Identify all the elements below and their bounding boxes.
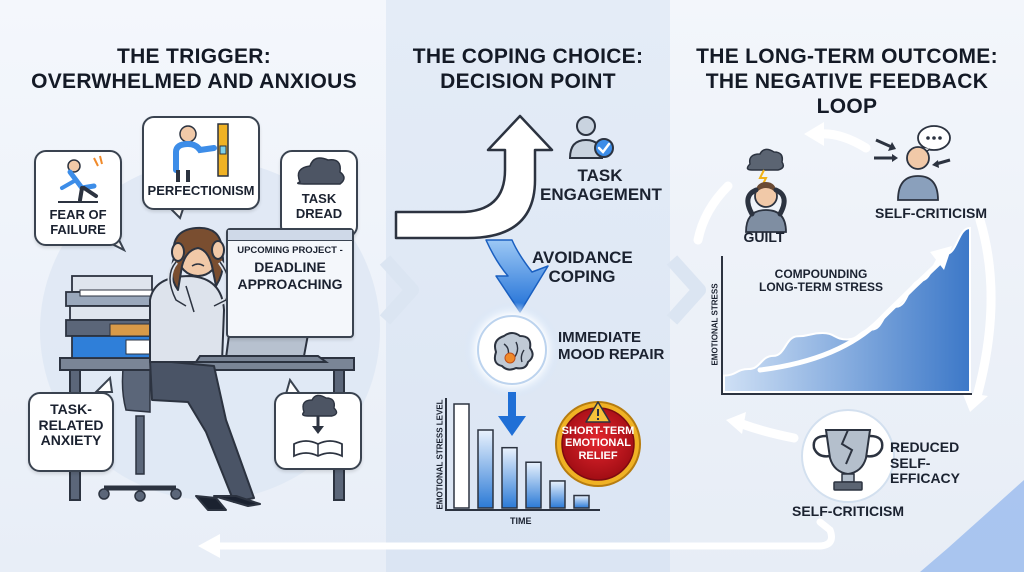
stress-chart-xlabel: TIME bbox=[510, 516, 532, 526]
falling-person-icon bbox=[58, 155, 103, 203]
screen-line1: UPCOMING PROJECT - bbox=[237, 245, 343, 256]
relief-line3: RELIEF bbox=[578, 449, 618, 462]
coping-title-line2: DECISION POINT bbox=[440, 70, 616, 93]
trigger-title-line1: THE TRIGGER: bbox=[116, 45, 272, 68]
storm-cloud-small-icon bbox=[746, 148, 785, 187]
task-dread-bubble: TASK DREAD bbox=[280, 150, 358, 238]
compounding-line1: COMPOUNDING bbox=[774, 267, 868, 281]
panel-chevron-1 bbox=[379, 255, 419, 325]
return-arrow bbox=[214, 518, 835, 550]
open-book-bubble bbox=[274, 392, 362, 470]
stress-bar-chart bbox=[445, 398, 600, 511]
reduced-line2: SELF-EFFICACY bbox=[890, 454, 960, 487]
stressed-person-icon bbox=[745, 148, 787, 233]
relief-line2: EMOTIONAL bbox=[565, 437, 631, 450]
area-chart-ylabel: EMOTIONAL STRESS bbox=[710, 283, 720, 366]
user-check-icon bbox=[568, 116, 614, 159]
person-leveling-icon bbox=[173, 123, 229, 182]
panel-chevron-2 bbox=[666, 255, 706, 325]
fear-of-failure-bubble: FEAR OF FAILURE bbox=[34, 150, 122, 246]
outcome-title-line1: THE LONG-TERM OUTCOME: bbox=[696, 45, 998, 68]
binder-stack bbox=[65, 275, 163, 359]
stress-bar bbox=[525, 461, 542, 509]
feedback-loop-arrows bbox=[693, 129, 996, 443]
task-anxiety-bubble: TASK- RELATED ANXIETY bbox=[28, 392, 114, 472]
task-anxiety-line1: TASK- bbox=[50, 401, 92, 417]
task-engagement-line1: TASK bbox=[577, 166, 623, 185]
task-engagement-label: TASK ENGAGEMENT bbox=[540, 166, 662, 205]
task-anxiety-line2: RELATED bbox=[38, 416, 104, 433]
task-dread-line1: TASK bbox=[301, 191, 337, 206]
fear-of-failure-line2: FAILURE bbox=[50, 221, 106, 237]
self-criticism-top-label: SELF-CRITICISM bbox=[875, 205, 987, 221]
screen-line2: DEADLINE bbox=[254, 259, 326, 275]
task-anxiety-line3: ANXIETY bbox=[40, 432, 102, 449]
compounding-label: COMPOUNDING LONG-TERM STRESS bbox=[756, 267, 886, 295]
criticized-person-icon bbox=[874, 125, 951, 201]
stress-bar bbox=[453, 403, 470, 509]
stress-bar bbox=[501, 446, 518, 509]
coping-title-line1: THE COPING CHOICE: bbox=[412, 45, 644, 68]
avoidance-line2: COPING bbox=[548, 267, 616, 287]
window-titlebar bbox=[228, 230, 352, 241]
compounding-stress-chart bbox=[721, 226, 972, 395]
coping-title: THE COPING CHOICE: DECISION POINT bbox=[396, 44, 660, 94]
outcome-title-line2: THE NEGATIVE FEEDBACK LOOP bbox=[705, 70, 989, 118]
task-engagement-arrow bbox=[394, 114, 554, 240]
brain-icon bbox=[493, 332, 534, 371]
reduced-line1: REDUCED bbox=[890, 439, 960, 455]
self-criticism-bottom-label: SELF-CRITICISM bbox=[792, 503, 904, 519]
stress-chart-ylabel: EMOTIONAL STRESS LEVEL bbox=[435, 399, 445, 510]
mood-repair-line1: IMMEDIATE bbox=[558, 329, 642, 346]
mood-repair-label: IMMEDIATE MOOD REPAIR bbox=[558, 329, 670, 364]
task-engagement-line2: ENGAGEMENT bbox=[540, 185, 662, 205]
compounding-line2: LONG-TERM STRESS bbox=[758, 280, 883, 295]
stressed-woman bbox=[149, 226, 261, 511]
outcome-title: THE LONG-TERM OUTCOME: THE NEGATIVE FEED… bbox=[682, 44, 1012, 119]
trigger-title-line2: OVERWHELMED AND ANXIOUS bbox=[31, 70, 357, 93]
warning-icon bbox=[585, 401, 611, 423]
perfectionism-bubble: PERFECTIONISM bbox=[142, 116, 260, 210]
broken-trophy-icon bbox=[801, 409, 895, 503]
trigger-title: THE TRIGGER: OVERWHELMED AND ANXIOUS bbox=[24, 44, 364, 94]
deadline-window: UPCOMING PROJECT - DEADLINE APPROACHING bbox=[226, 228, 354, 338]
relief-badge bbox=[555, 401, 641, 487]
stress-bar bbox=[573, 494, 590, 509]
avoidance-arrow bbox=[485, 239, 549, 313]
perfectionism-label: PERFECTIONISM bbox=[147, 183, 255, 198]
storm-cloud-icon bbox=[297, 157, 345, 185]
open-book-icon bbox=[293, 394, 343, 458]
avoidance-coping-label: AVOIDANCE COPING bbox=[532, 248, 633, 287]
stress-bar bbox=[477, 429, 494, 509]
task-dread-line2: DREAD bbox=[295, 205, 343, 221]
avoidance-line1: AVOIDANCE bbox=[532, 248, 633, 267]
stress-bar bbox=[549, 480, 566, 509]
relief-line1: SHORT-TERM bbox=[561, 425, 635, 437]
fear-of-failure-line1: FEAR OF bbox=[49, 207, 107, 222]
guilt-label: GUILT bbox=[743, 229, 785, 245]
mood-repair-line2: MOOD REPAIR bbox=[558, 345, 665, 363]
reduced-self-efficacy-label: REDUCED SELF-EFFICACY bbox=[890, 439, 1000, 487]
screen-line3: APPROACHING bbox=[237, 276, 343, 292]
relief-label: SHORT-TERM EMOTIONAL RELIEF bbox=[558, 425, 638, 462]
return-arrowhead bbox=[198, 534, 220, 558]
